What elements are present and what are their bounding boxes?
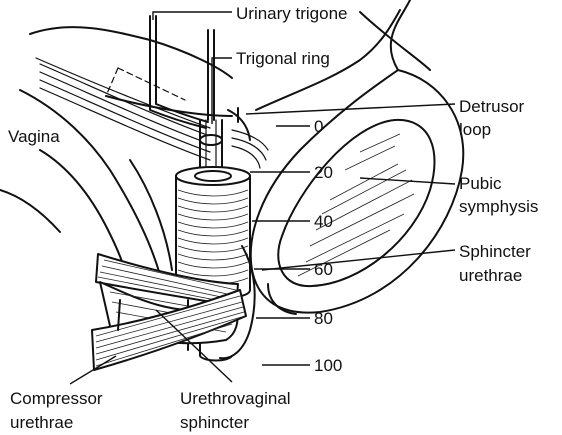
label-pubic-symphysis-2: symphysis (459, 197, 538, 216)
scale-label-20: 20 (314, 163, 333, 182)
label-detrusor-loop-1: Detrusor (459, 97, 525, 116)
scale-label-0: 0 (314, 117, 323, 136)
label-vagina: Vagina (8, 127, 60, 146)
pubic-symphysis-drawing (251, 0, 464, 314)
label-trigonal-ring: Trigonal ring (236, 49, 330, 68)
label-urinary-trigone: Urinary trigone (236, 4, 348, 23)
label-sphincter-urethrae-1: Sphincter (459, 242, 531, 261)
scale-label-40: 40 (314, 212, 333, 231)
label-urethrovaginal-sphincter-2: sphincter (180, 413, 249, 432)
scale-label-100: 100 (314, 356, 342, 375)
label-urethrovaginal-sphincter-1: Urethrovaginal (180, 389, 291, 408)
scale-label-80: 80 (314, 309, 333, 328)
label-compressor-urethrae-1: Compressor (10, 389, 103, 408)
label-compressor-urethrae-2: urethrae (10, 413, 73, 432)
label-sphincter-urethrae-2: urethrae (459, 266, 522, 285)
scale-label-60: 60 (314, 260, 333, 279)
label-pubic-symphysis-1: Pubic (459, 174, 502, 193)
label-detrusor-loop-2: loop (459, 120, 491, 139)
